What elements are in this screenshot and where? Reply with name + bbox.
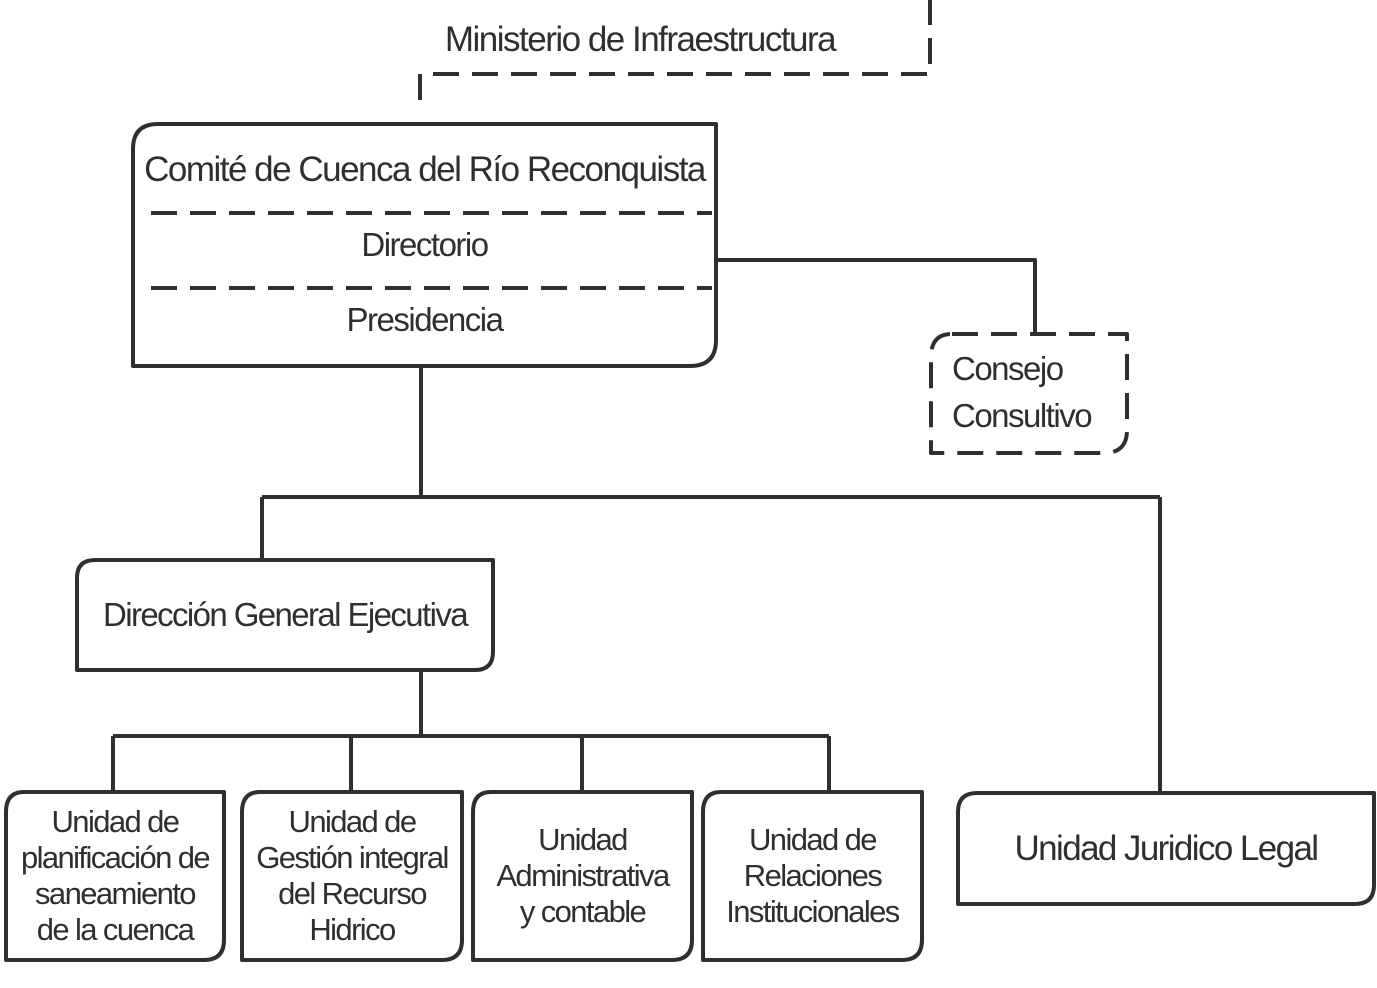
unit-label-3: Unidad Administrativa y contable xyxy=(473,792,692,960)
unit-3-line-3: y contable xyxy=(519,894,647,929)
unit-label-2: Unidad de Gestión integral del Recurso H… xyxy=(242,792,462,960)
unit-3-line-1: Unidad xyxy=(538,822,628,857)
unit-box-4 xyxy=(701,790,924,962)
ministry-label: Ministerio de Infraestructura xyxy=(444,20,837,59)
directory-label: Directorio xyxy=(361,226,489,263)
unit-2-line-1: Unidad de xyxy=(288,804,418,839)
council-label-line-2: Consultivo xyxy=(952,397,1093,434)
unit-2-line-4: Hidrico xyxy=(309,912,396,947)
council-link xyxy=(716,258,1037,333)
council-box xyxy=(929,332,1129,455)
unit-2-line-3: del Recurso xyxy=(278,876,427,911)
committee-box xyxy=(131,122,718,368)
unit-1-line-4: de la cuenca xyxy=(36,912,195,947)
unit-3-line-2: Administrativa xyxy=(496,858,670,893)
legal-box xyxy=(956,791,1376,906)
unit-2-line-2: Gestión integral xyxy=(256,840,449,875)
unit-4-line-1: Unidad de xyxy=(749,822,878,857)
unit-1-line-2: planificación de xyxy=(20,840,211,875)
unit-box-3 xyxy=(471,790,694,962)
unit-box-2 xyxy=(240,790,464,962)
unit-label-4: Unidad de Relaciones Institucionales xyxy=(703,792,922,960)
presidency-label: Presidencia xyxy=(346,301,504,338)
council-label-line-1: Consejo xyxy=(952,350,1064,387)
unit-1-line-1: Unidad de xyxy=(51,804,181,839)
unit-4-line-2: Relaciones xyxy=(743,858,883,893)
committee-title: Comité de Cuenca del Río Reconquista xyxy=(144,150,706,189)
ministry-dashed-link xyxy=(418,0,932,100)
legal-label: Unidad Juridico Legal xyxy=(1014,828,1319,868)
unit-4-line-3: Institucionales xyxy=(726,894,900,929)
unit-box-1 xyxy=(4,790,226,962)
unit-label-1: Unidad de planificación de saneamiento d… xyxy=(6,792,224,960)
direction-label: Dirección General Ejecutiva xyxy=(103,596,469,633)
direction-box xyxy=(75,558,495,672)
unit-1-line-3: saneamiento xyxy=(35,876,197,911)
